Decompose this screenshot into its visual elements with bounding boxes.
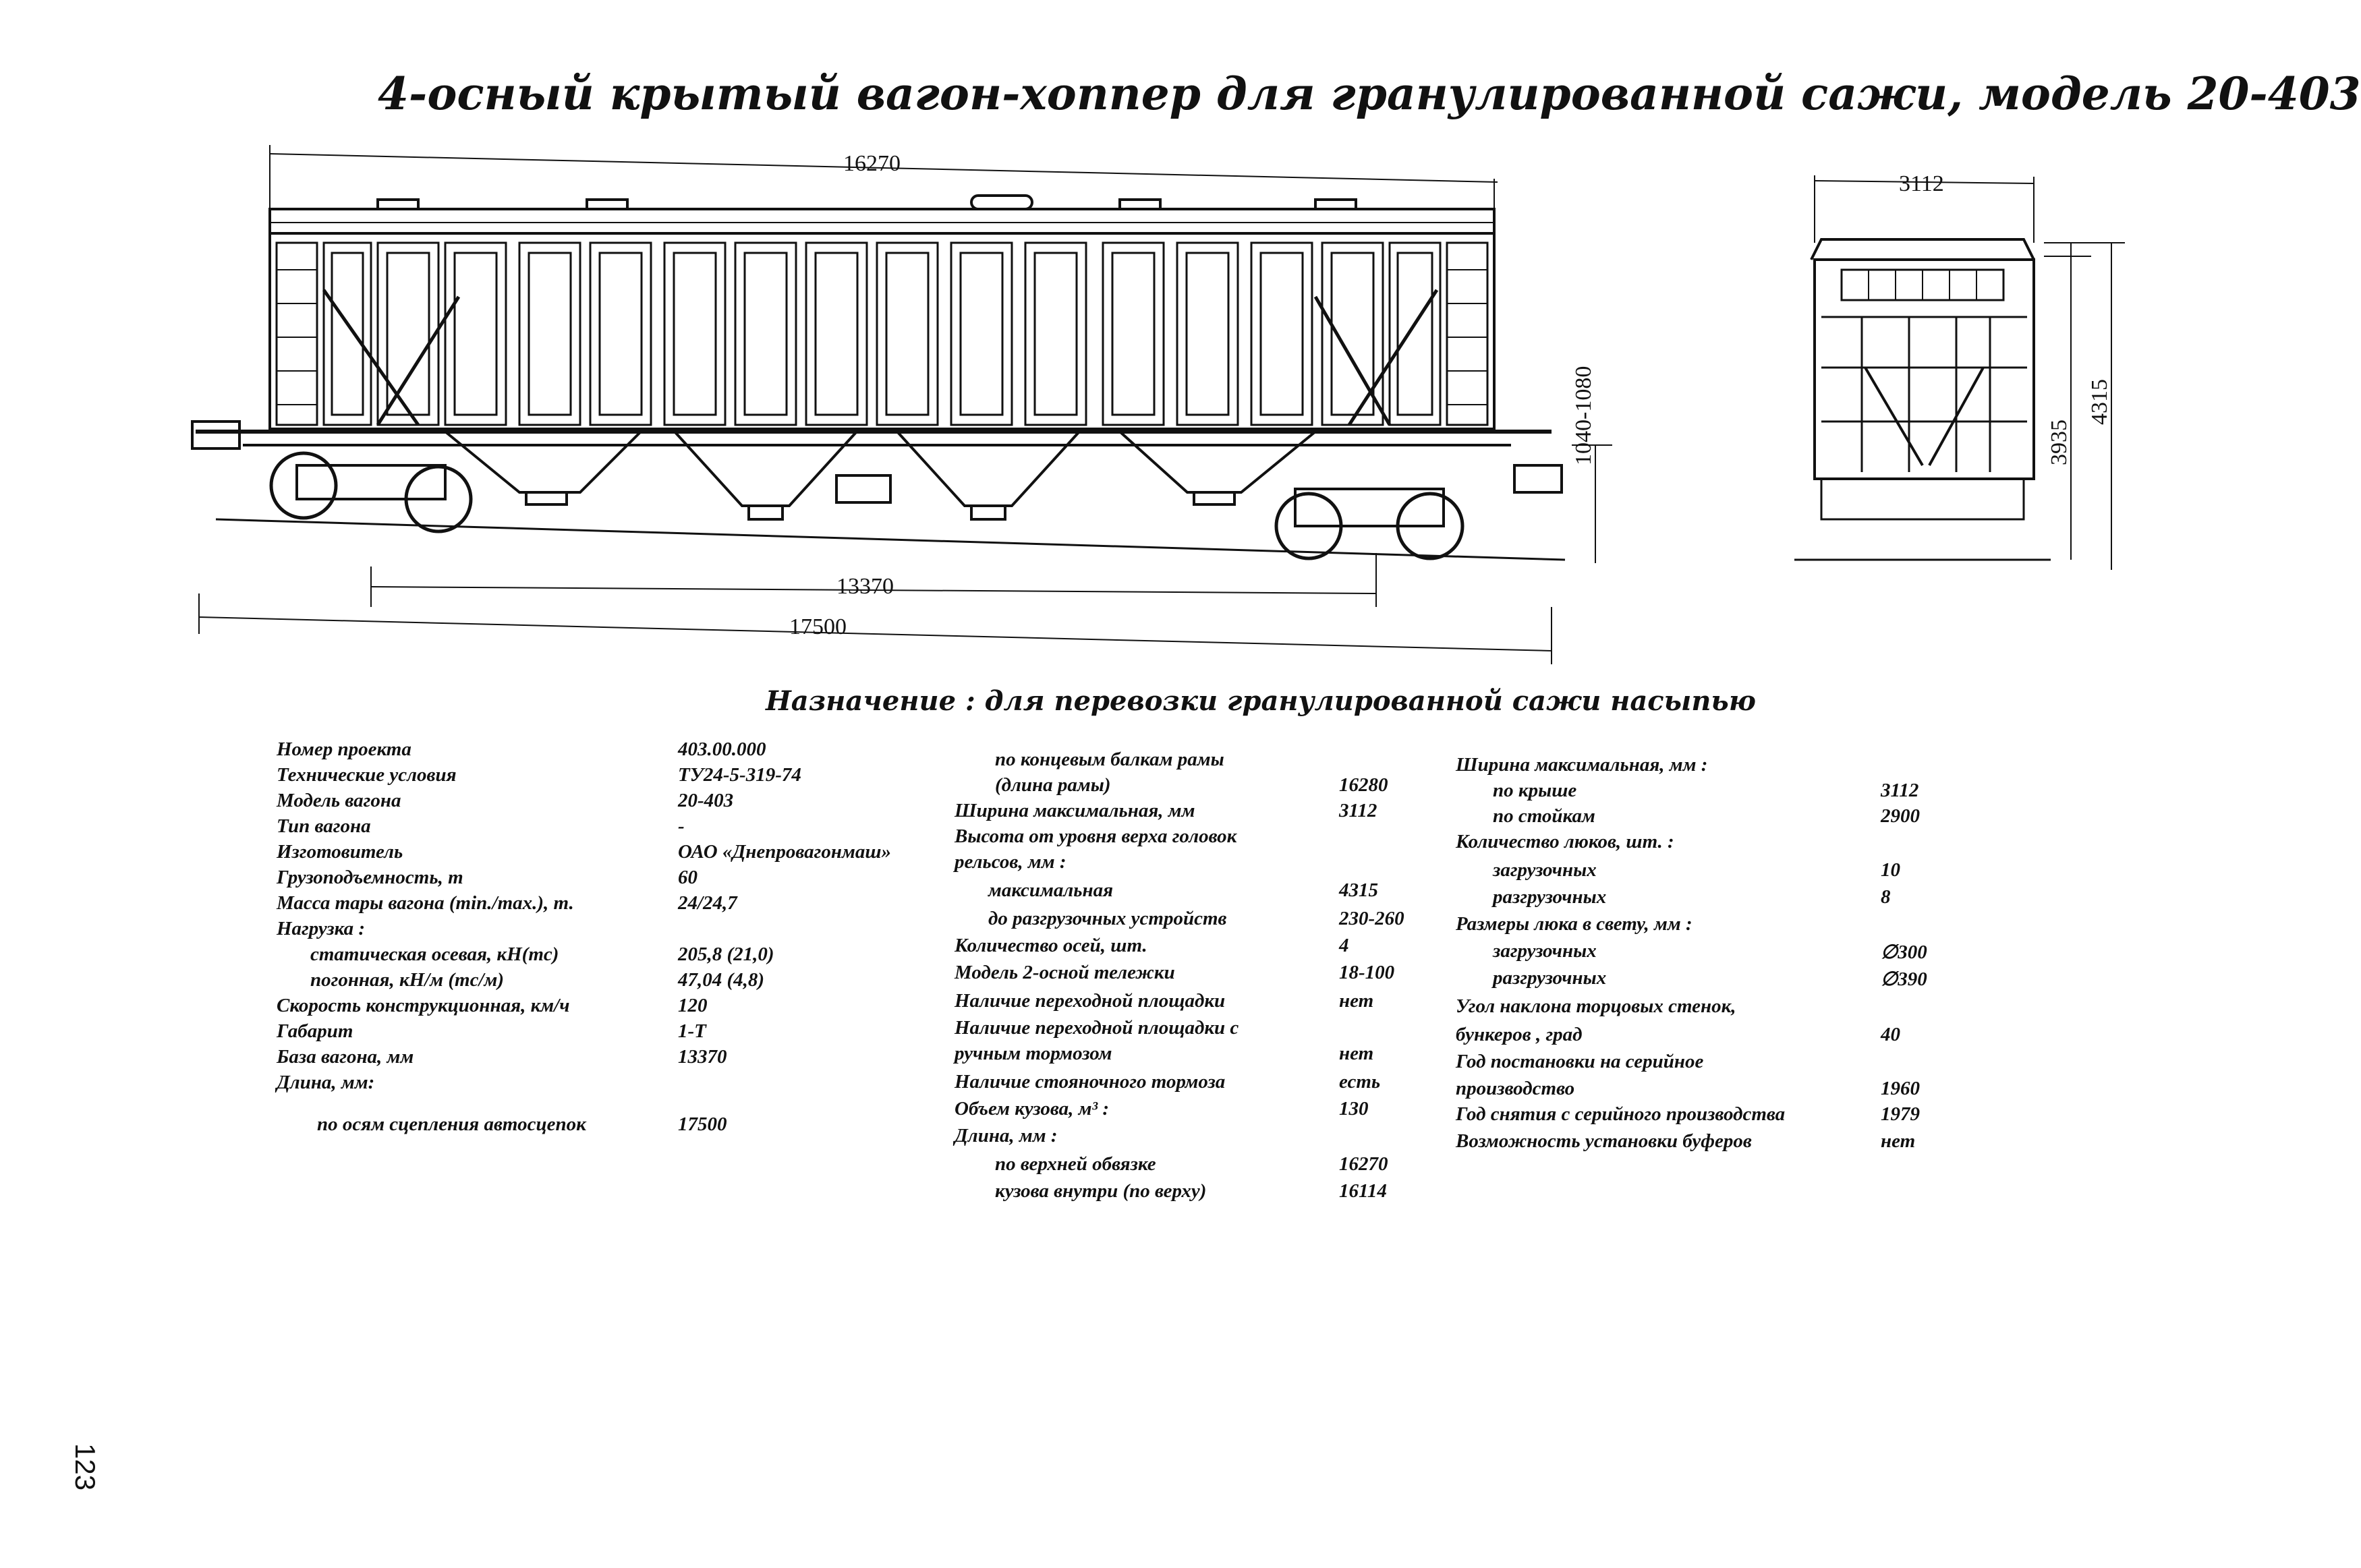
- dim-end-height-2: 4315: [2087, 379, 2112, 425]
- dim-end-height-1: 3935: [2047, 419, 2072, 465]
- purpose-line: Назначение : для перевозки гранулированн…: [766, 685, 1756, 717]
- dim-wagon-base: 13370: [836, 574, 894, 599]
- dim-end-width: 3112: [1899, 171, 1944, 196]
- page-number: 123: [69, 1443, 101, 1491]
- wagon-drawing: 16270 13370 17500 1040-1080 3112 3935 43…: [191, 145, 2125, 664]
- dim-total-length: 17500: [789, 614, 847, 639]
- dim-body-length: 16270: [843, 151, 901, 176]
- dim-coupler-height: 1040-1080: [1571, 366, 1596, 465]
